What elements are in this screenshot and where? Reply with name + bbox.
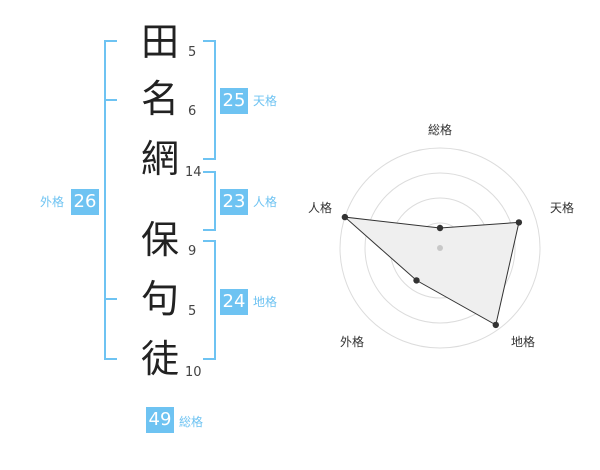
chikaku-value-badge: 24: [220, 289, 248, 315]
axis-label-gaikaku: 外格: [340, 334, 364, 349]
given-strokes-3: 10: [185, 365, 202, 380]
tenkaku-value-badge: 25: [220, 88, 248, 114]
tenkaku-bracket-bottom: [203, 158, 216, 160]
tenkaku-label: 天格: [253, 94, 278, 108]
chikaku-bracket-bottom: [203, 358, 216, 360]
tenkaku-bracket-top: [203, 40, 216, 42]
surname-char-2: 名: [140, 77, 179, 121]
surname-char-1: 田: [140, 20, 179, 64]
surname-strokes-1: 5: [188, 45, 197, 60]
radar-point-0: [436, 224, 444, 232]
chikaku-label: 地格: [253, 295, 278, 309]
radar-area: [343, 216, 520, 326]
radar-point-3: [413, 277, 420, 284]
tenkaku-bracket-vertical: [214, 40, 216, 160]
radar-ring: [364, 172, 516, 324]
surname-strokes-3: 14: [185, 165, 202, 180]
radar-center-dot: [437, 245, 443, 251]
radar-point-4: [341, 213, 349, 221]
given-strokes-2: 5: [188, 304, 197, 319]
radar-ring: [339, 147, 541, 349]
jinkaku-value-badge: 23: [220, 189, 248, 215]
gaikaku-bracket-mid-tick-2: [104, 298, 117, 300]
gaikaku-value-badge: 26: [71, 189, 99, 215]
radar-point-1: [515, 219, 523, 226]
axis-label-soukaku: 総格: [428, 122, 452, 137]
jinkaku-bracket-top: [203, 171, 216, 173]
given-char-2: 句: [140, 277, 179, 321]
radar-points: [341, 213, 523, 329]
jinkaku-bracket-bottom: [203, 229, 216, 231]
surname-strokes-2: 6: [188, 104, 197, 119]
gaikaku-bracket-top: [104, 40, 117, 42]
gaikaku-bracket-mid-tick: [104, 99, 117, 101]
radar-point-2: [492, 321, 499, 329]
gaikaku-label: 外格: [40, 195, 65, 209]
gaikaku-bracket-vertical: [104, 40, 106, 360]
soukaku-label: 総格: [179, 415, 204, 429]
jinkaku-bracket-vertical: [214, 171, 216, 231]
axis-label-tenkaku: 天格: [550, 200, 574, 215]
surname-char-3: 網: [140, 137, 179, 181]
axis-label-chikaku: 地格: [511, 334, 535, 349]
given-strokes-1: 9: [188, 244, 197, 259]
gaikaku-bracket-bottom: [104, 358, 117, 360]
chikaku-bracket-vertical: [214, 240, 216, 360]
soukaku-value-badge: 49: [146, 407, 174, 433]
chikaku-bracket-top: [203, 240, 216, 242]
jinkaku-label: 人格: [253, 195, 278, 209]
given-char-3: 徒: [140, 337, 179, 381]
given-char-1: 保: [140, 218, 179, 262]
axis-label-jinkaku: 人格: [308, 200, 332, 215]
